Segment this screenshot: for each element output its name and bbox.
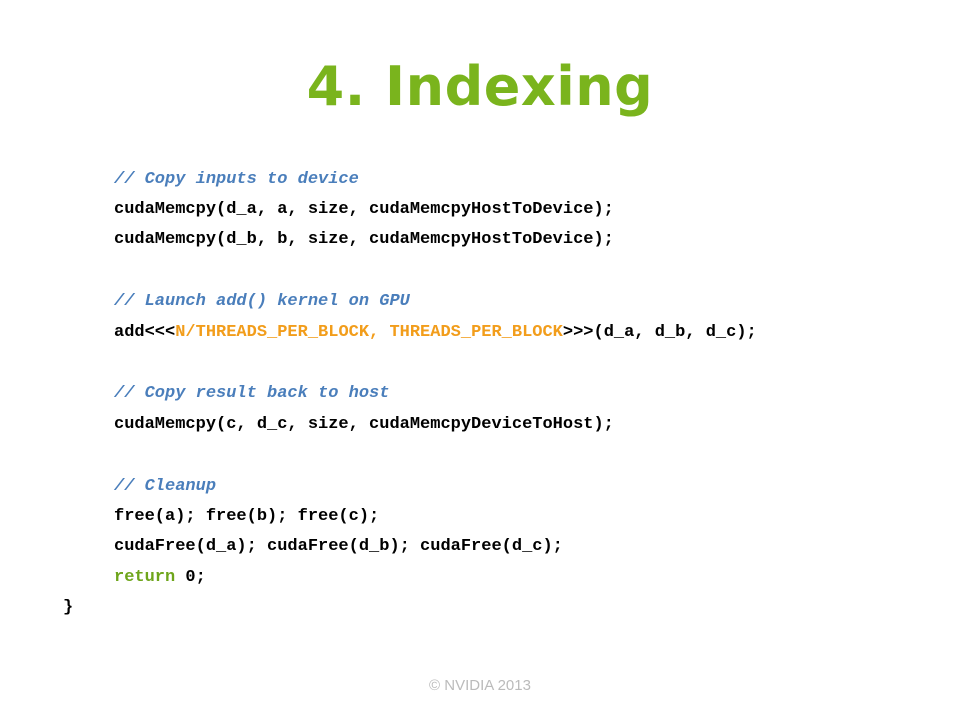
code-line-memcpy-c: cudaMemcpy(c, d_c, size, cudaMemcpyDevic… bbox=[114, 415, 614, 434]
code-line-memcpy-b: cudaMemcpy(d_b, b, size, cudaMemcpyHostT… bbox=[114, 230, 614, 249]
launch-config: N/THREADS_PER_BLOCK, THREADS_PER_BLOCK bbox=[175, 323, 563, 342]
comment-cleanup: // Cleanup bbox=[114, 477, 217, 496]
launch-suffix: >>>(d_a, d_b, d_c); bbox=[562, 323, 757, 342]
closing-brace: } bbox=[63, 598, 74, 617]
launch-prefix: add<<< bbox=[114, 323, 176, 342]
code-line-free-host: free(a); free(b); free(c); bbox=[114, 507, 380, 526]
code-line-memcpy-a: cudaMemcpy(d_a, a, size, cudaMemcpyHostT… bbox=[114, 200, 614, 219]
copyright-footer: © NVIDIA 2013 bbox=[429, 677, 531, 694]
return-value: 0; bbox=[175, 568, 206, 587]
slide-title: 4. Indexing bbox=[306, 55, 654, 118]
comment-copy-result: // Copy result back to host bbox=[114, 384, 390, 403]
comment-launch-kernel: // Launch add() kernel on GPU bbox=[114, 292, 410, 311]
code-line-return: return 0; bbox=[114, 563, 206, 593]
return-keyword: return bbox=[114, 568, 176, 587]
code-line-free-device: cudaFree(d_a); cudaFree(d_b); cudaFree(d… bbox=[114, 537, 563, 556]
code-line-kernel-launch: add<<<N/THREADS_PER_BLOCK, THREADS_PER_B… bbox=[114, 318, 757, 348]
comment-copy-inputs: // Copy inputs to device bbox=[114, 170, 359, 189]
